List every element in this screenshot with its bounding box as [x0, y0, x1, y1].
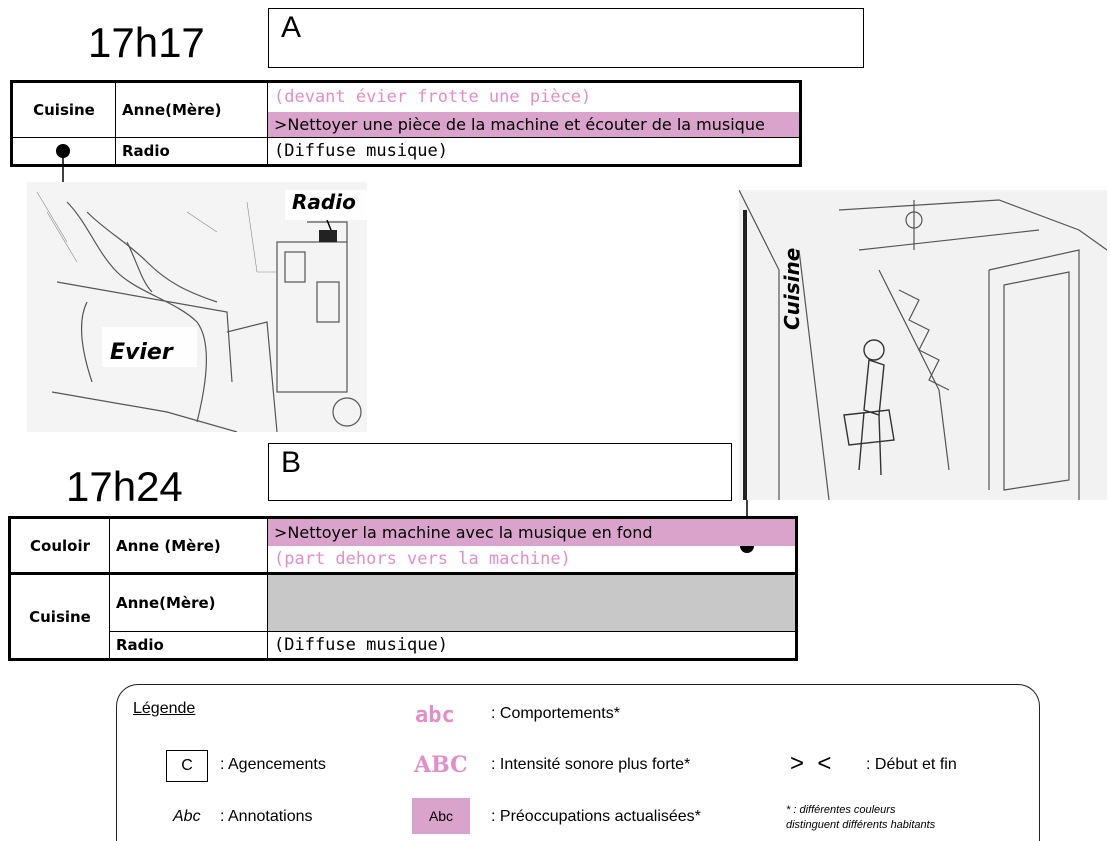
- legend-note-line1: * : différentes couleurs: [786, 804, 896, 816]
- radio-annotation: Radio: [292, 190, 356, 214]
- scene-label-b: B: [268, 443, 732, 501]
- person-cell: Radio: [109, 631, 268, 660]
- legend-agencements-sample: C: [166, 750, 208, 782]
- scene-label-a: A: [268, 8, 864, 68]
- cuisine-annotation: Cuisine: [780, 247, 804, 330]
- legend-debut-fin-sample: > <: [790, 750, 832, 777]
- legend-title: Légende: [133, 700, 196, 717]
- place-cell: Cuisine: [9, 573, 110, 660]
- preoccupation-cell: >Nettoyer une pièce de la machine et éco…: [267, 111, 801, 138]
- empty-activity-cell: [267, 573, 797, 632]
- person-cell: Radio: [115, 137, 268, 166]
- behavior-cell: (Diffuse musique): [267, 631, 797, 660]
- legend-comportements-text: : Comportements*: [491, 705, 620, 722]
- place-cell: Cuisine: [11, 81, 116, 138]
- time-label-b: 17h24: [66, 463, 183, 510]
- kitchen-photo: [27, 182, 367, 432]
- hallway-photo: [739, 190, 1107, 500]
- behavior-cell: (part dehors vers la machine): [267, 545, 797, 575]
- legend-note-line2: distinguent différents habitants: [786, 819, 936, 831]
- preoccupation-cell: >Nettoyer la machine avec la musique en …: [267, 517, 797, 546]
- activity-table-a: Cuisine Anne(Mère) (devant évier frotte …: [10, 80, 802, 167]
- person-cell: Anne (Mère): [109, 517, 268, 575]
- person-cell: Anne(Mère): [109, 573, 268, 632]
- person-cell: Anne(Mère): [115, 81, 268, 138]
- legend-preoccupations-sample: Abc: [412, 798, 470, 834]
- evier-annotation: Evier: [110, 340, 173, 365]
- legend-comportements-sample: abc: [415, 703, 455, 728]
- behavior-cell: (devant évier frotte une pièce): [267, 81, 801, 112]
- legend-intensite-sample: ABC: [414, 752, 468, 778]
- behavior-cell: (Diffuse musique): [267, 137, 801, 166]
- activity-table-b: Couloir Anne (Mère) >Nettoyer la machine…: [8, 516, 798, 661]
- legend-intensite-text: : Intensité sonore plus forte*: [491, 756, 691, 773]
- legend-annotations-sample: Abc: [173, 808, 201, 825]
- legend-annotations-text: : Annotations: [220, 808, 313, 825]
- legend-preoccupations-text: : Préoccupations actualisées*: [491, 808, 701, 825]
- place-cell: Couloir: [9, 517, 110, 575]
- legend-agencements-text: : Agencements: [220, 756, 326, 773]
- time-label-a: 17h17: [88, 19, 205, 66]
- legend-debut-fin-text: : Début et fin: [866, 756, 957, 773]
- legend-box: [116, 684, 1040, 841]
